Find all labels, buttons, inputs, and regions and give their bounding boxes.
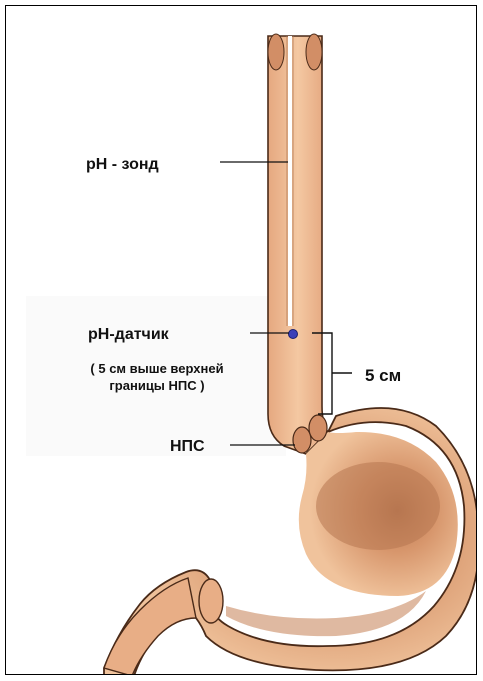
ph-sensor-dot (289, 330, 298, 339)
ph-sensor-label: pH-датчик (88, 326, 169, 344)
esophagus-top-left-fold (268, 34, 284, 70)
distance-label: 5 см (365, 366, 401, 386)
sensor-note-line1: ( 5 см выше верхней (90, 361, 223, 376)
anatomy-illustration (6, 6, 477, 675)
stomach-inner-shadow (316, 462, 440, 550)
esophagus (268, 36, 328, 454)
antrum-shadow (226, 591, 426, 636)
pylorus (199, 579, 223, 623)
ph-probe-label: pH - зонд (86, 156, 159, 174)
sensor-note-line2: границы НПС ) (109, 378, 204, 393)
les-label: НПС (170, 438, 205, 456)
les-fold-right (309, 415, 327, 441)
les-fold-left (293, 427, 311, 453)
esophagus-top-right-fold (306, 34, 322, 70)
sensor-position-note: ( 5 см выше верхней границы НПС ) (46, 360, 268, 394)
diagram-frame: pH - зонд pH-датчик ( 5 см выше верхней … (5, 5, 477, 675)
